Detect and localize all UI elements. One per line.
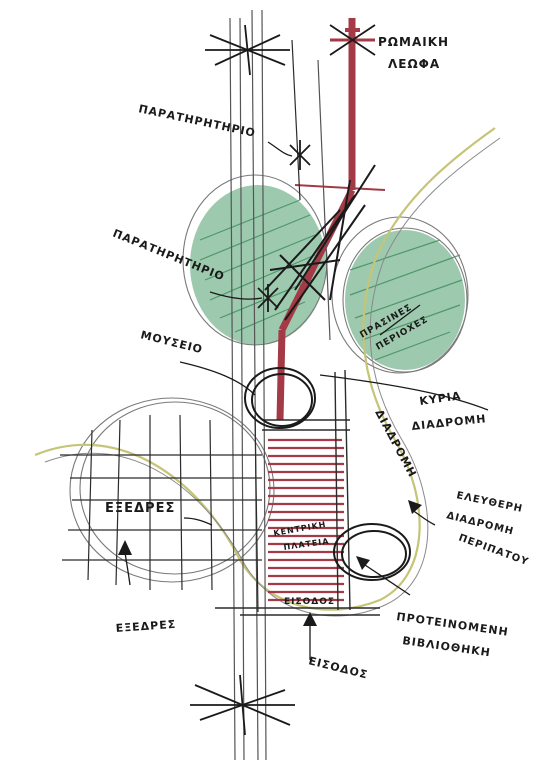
label-exedra-area: ΕΞΕΔΡΕΣ: [105, 501, 175, 516]
central-square-hatch: [268, 440, 344, 600]
label-roman-road-1: ΡΩΜΑΙΚΗ: [378, 35, 449, 49]
label-entrance: ΕΙΣΟΔΟΣ: [284, 597, 335, 607]
label-roman-road-2: ΛΕΩΦΑ: [388, 57, 440, 71]
